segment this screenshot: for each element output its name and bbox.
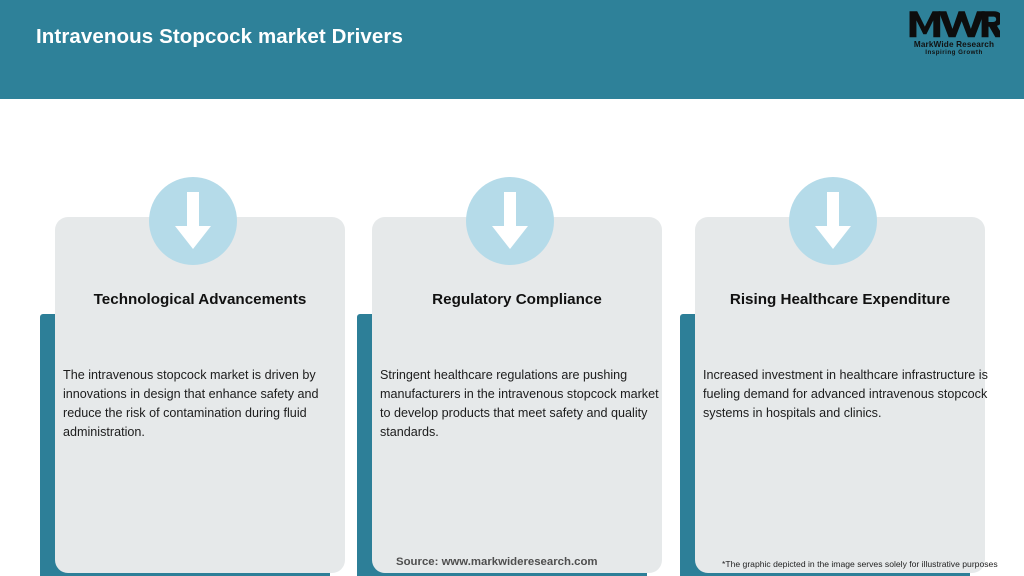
page-title: Intravenous Stopcock market Drivers: [36, 25, 403, 48]
drivers-card-group: Technological Advancements The intraveno…: [0, 99, 1024, 576]
brand-logo: MarkWide Research Inspiring Growth: [898, 8, 1010, 60]
card-body-text: Stringent healthcare regulations are pus…: [380, 368, 659, 440]
card-body-text: The intravenous stopcock market is drive…: [63, 368, 319, 440]
card-panel: [55, 217, 345, 573]
driver-card-1: Technological Advancements The intraveno…: [40, 138, 345, 576]
down-arrow-icon: [789, 177, 877, 265]
driver-card-2: Regulatory Compliance Stringent healthca…: [357, 138, 662, 576]
driver-card-3: Rising Healthcare Expenditure Increased …: [680, 138, 988, 576]
card-panel: [695, 217, 985, 573]
logo-company-name: MarkWide Research: [913, 40, 995, 49]
card-body-text: Increased investment in healthcare infra…: [703, 368, 988, 421]
mwr-logo-icon: [909, 11, 1000, 38]
header-band: Intravenous Stopcock market Drivers Mark…: [0, 0, 1024, 99]
card-heading: Regulatory Compliance: [432, 291, 602, 308]
source-label: Source: www.markwideresearch.com: [396, 556, 598, 568]
card-panel: [372, 217, 662, 573]
down-arrow-icon: [466, 177, 554, 265]
card-heading: Technological Advancements: [93, 291, 307, 308]
logo-tagline: Inspiring Growth: [925, 49, 983, 56]
disclaimer-label: *The graphic depicted in the image serve…: [722, 559, 998, 569]
down-arrow-icon: [149, 177, 237, 265]
card-heading: Rising Healthcare Expenditure: [729, 291, 951, 308]
